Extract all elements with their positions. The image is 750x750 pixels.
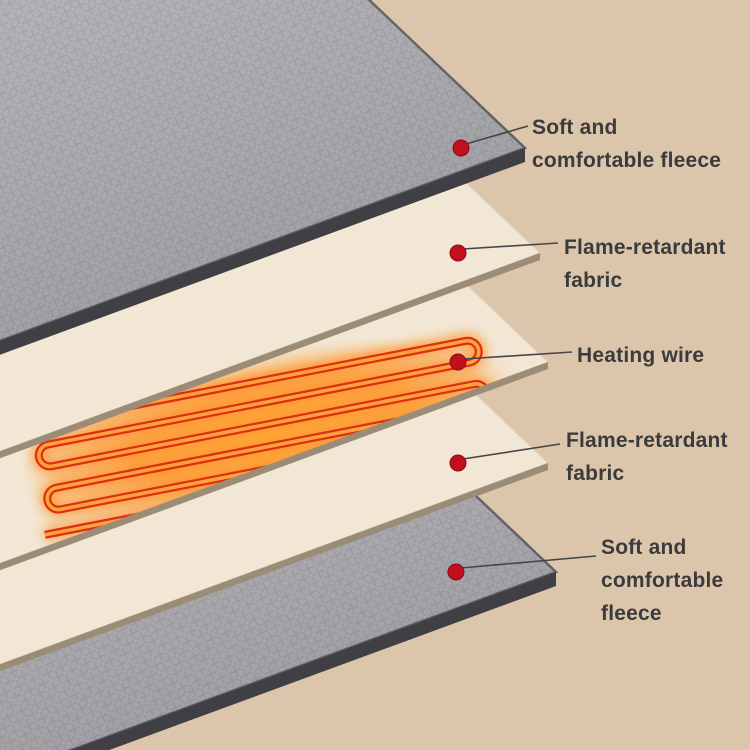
label-line: Heating wire: [577, 344, 705, 367]
callout-dot: [447, 563, 465, 581]
label-line: comfortable fleece: [532, 149, 722, 172]
callout-leader-line: [462, 242, 559, 250]
callout-leader-line: [463, 351, 573, 360]
callout-dot: [449, 454, 467, 472]
callout-label-bottom-fleece: Soft and comfortable fleece: [601, 531, 723, 630]
label-line: comfortable: [601, 569, 724, 592]
label-line: Flame-retardant: [566, 429, 728, 452]
callout-dot: [449, 244, 467, 262]
label-line: fabric: [564, 269, 623, 292]
callout-label-upper-fabric: Flame-retardant fabric: [564, 231, 726, 297]
callout-dot: [449, 353, 467, 371]
label-line: fleece: [601, 602, 662, 625]
label-line: Flame-retardant: [564, 236, 726, 259]
label-line: fabric: [566, 462, 625, 485]
label-line: Soft and: [532, 116, 618, 139]
label-line: Soft and: [601, 536, 687, 559]
callout-leader-line: [465, 125, 529, 145]
callout-label-heating-wire: Heating wire: [577, 339, 704, 372]
callout-leader-line: [460, 555, 597, 569]
callout-label-top-fleece: Soft and comfortable fleece: [532, 111, 721, 177]
callout-leader-line: [462, 443, 561, 460]
callout-label-lower-fabric: Flame-retardant fabric: [566, 424, 728, 490]
callout-dot: [452, 139, 470, 157]
